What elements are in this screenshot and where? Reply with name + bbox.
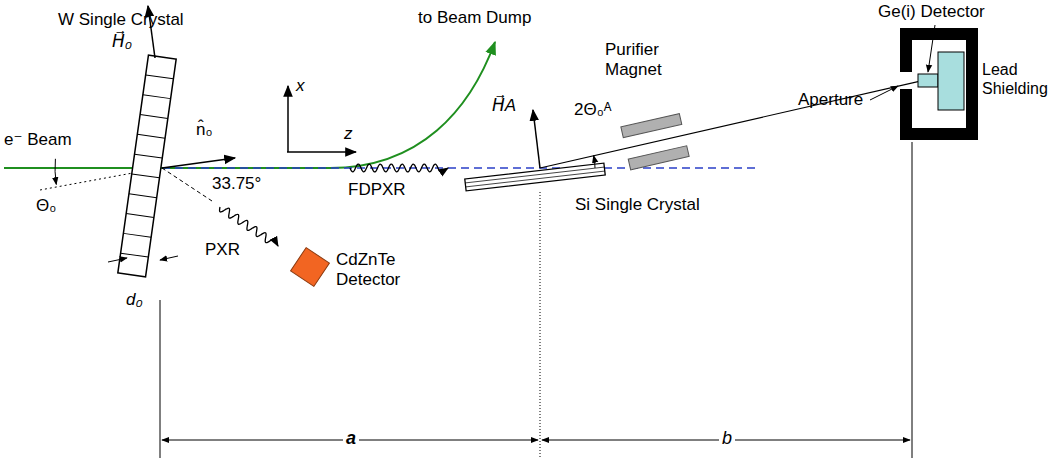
reflected-beam: [540, 82, 918, 168]
pxr-direction: [162, 168, 212, 201]
detector-label: CdZnTe Detector: [336, 250, 416, 291]
beam-label: e⁻ Beam: [4, 130, 72, 150]
cdznte-detector: [291, 248, 330, 287]
ge-detector: [918, 74, 938, 87]
crystal-plane: [123, 233, 151, 237]
normal-arrow: [162, 158, 235, 168]
dimension-line: [160, 300, 161, 458]
vector-label: H⃗₀: [112, 32, 132, 52]
thickness-arrow: [108, 258, 127, 262]
radiation-label: FDPXR: [348, 180, 406, 200]
axis-arrow: [287, 86, 289, 152]
axis-arrow: [287, 151, 356, 153]
angle-value: 33.75°: [212, 174, 261, 194]
thickness-arrow: [160, 256, 178, 260]
dimension-label: a: [343, 428, 359, 450]
radiation-label: PXR: [205, 240, 240, 260]
normal-label: n̂₀: [196, 120, 213, 140]
crystal-plane: [137, 134, 165, 138]
vector-label: H⃗A: [492, 96, 516, 116]
magnet-label: Purifier Magnet: [605, 40, 685, 81]
crystal-label: Si Single Crystal: [575, 195, 700, 215]
crystal-plane: [146, 75, 174, 79]
crystal-plane: [126, 214, 154, 218]
beam-to-dump: [160, 42, 495, 168]
shielding-label: Lead Shielding: [982, 60, 1052, 98]
angle-label: 2Θ₀ᴬ: [574, 100, 611, 120]
dimension-line: [540, 192, 541, 458]
crystal-plane: [129, 194, 157, 198]
photon-wave: [350, 164, 448, 172]
leader-line: [928, 25, 935, 72]
leader-line: [870, 86, 898, 100]
dimension-label: b: [719, 428, 735, 450]
crystal-label: W Single Crystal: [58, 10, 184, 30]
axis-label: x: [296, 76, 305, 96]
beam-axis: [162, 167, 760, 169]
dimension-line: [912, 142, 913, 458]
lead-shielding: [900, 28, 978, 140]
angle-arc: [594, 156, 595, 168]
crystal-plane: [121, 253, 149, 257]
crystal-plane: [132, 174, 160, 178]
aperture-label: Aperture: [798, 90, 863, 110]
angle-arc: [55, 159, 56, 185]
w-crystal: [118, 55, 176, 277]
ge-detector: [938, 52, 964, 110]
angle-label: Θ₀: [36, 196, 56, 216]
axis-label: z: [344, 124, 353, 144]
thickness-label: d₀: [126, 290, 143, 310]
si-crystal: [465, 163, 605, 191]
crystal-plane: [143, 95, 171, 99]
crystal-plane: [135, 154, 163, 158]
vector-arrow: [533, 110, 540, 168]
crystal-plane: [140, 115, 168, 119]
detector-label: Ge(i) Detector: [878, 2, 985, 22]
purifier-magnet: [621, 114, 689, 170]
beam-dump-label: to Beam Dump: [418, 8, 531, 28]
